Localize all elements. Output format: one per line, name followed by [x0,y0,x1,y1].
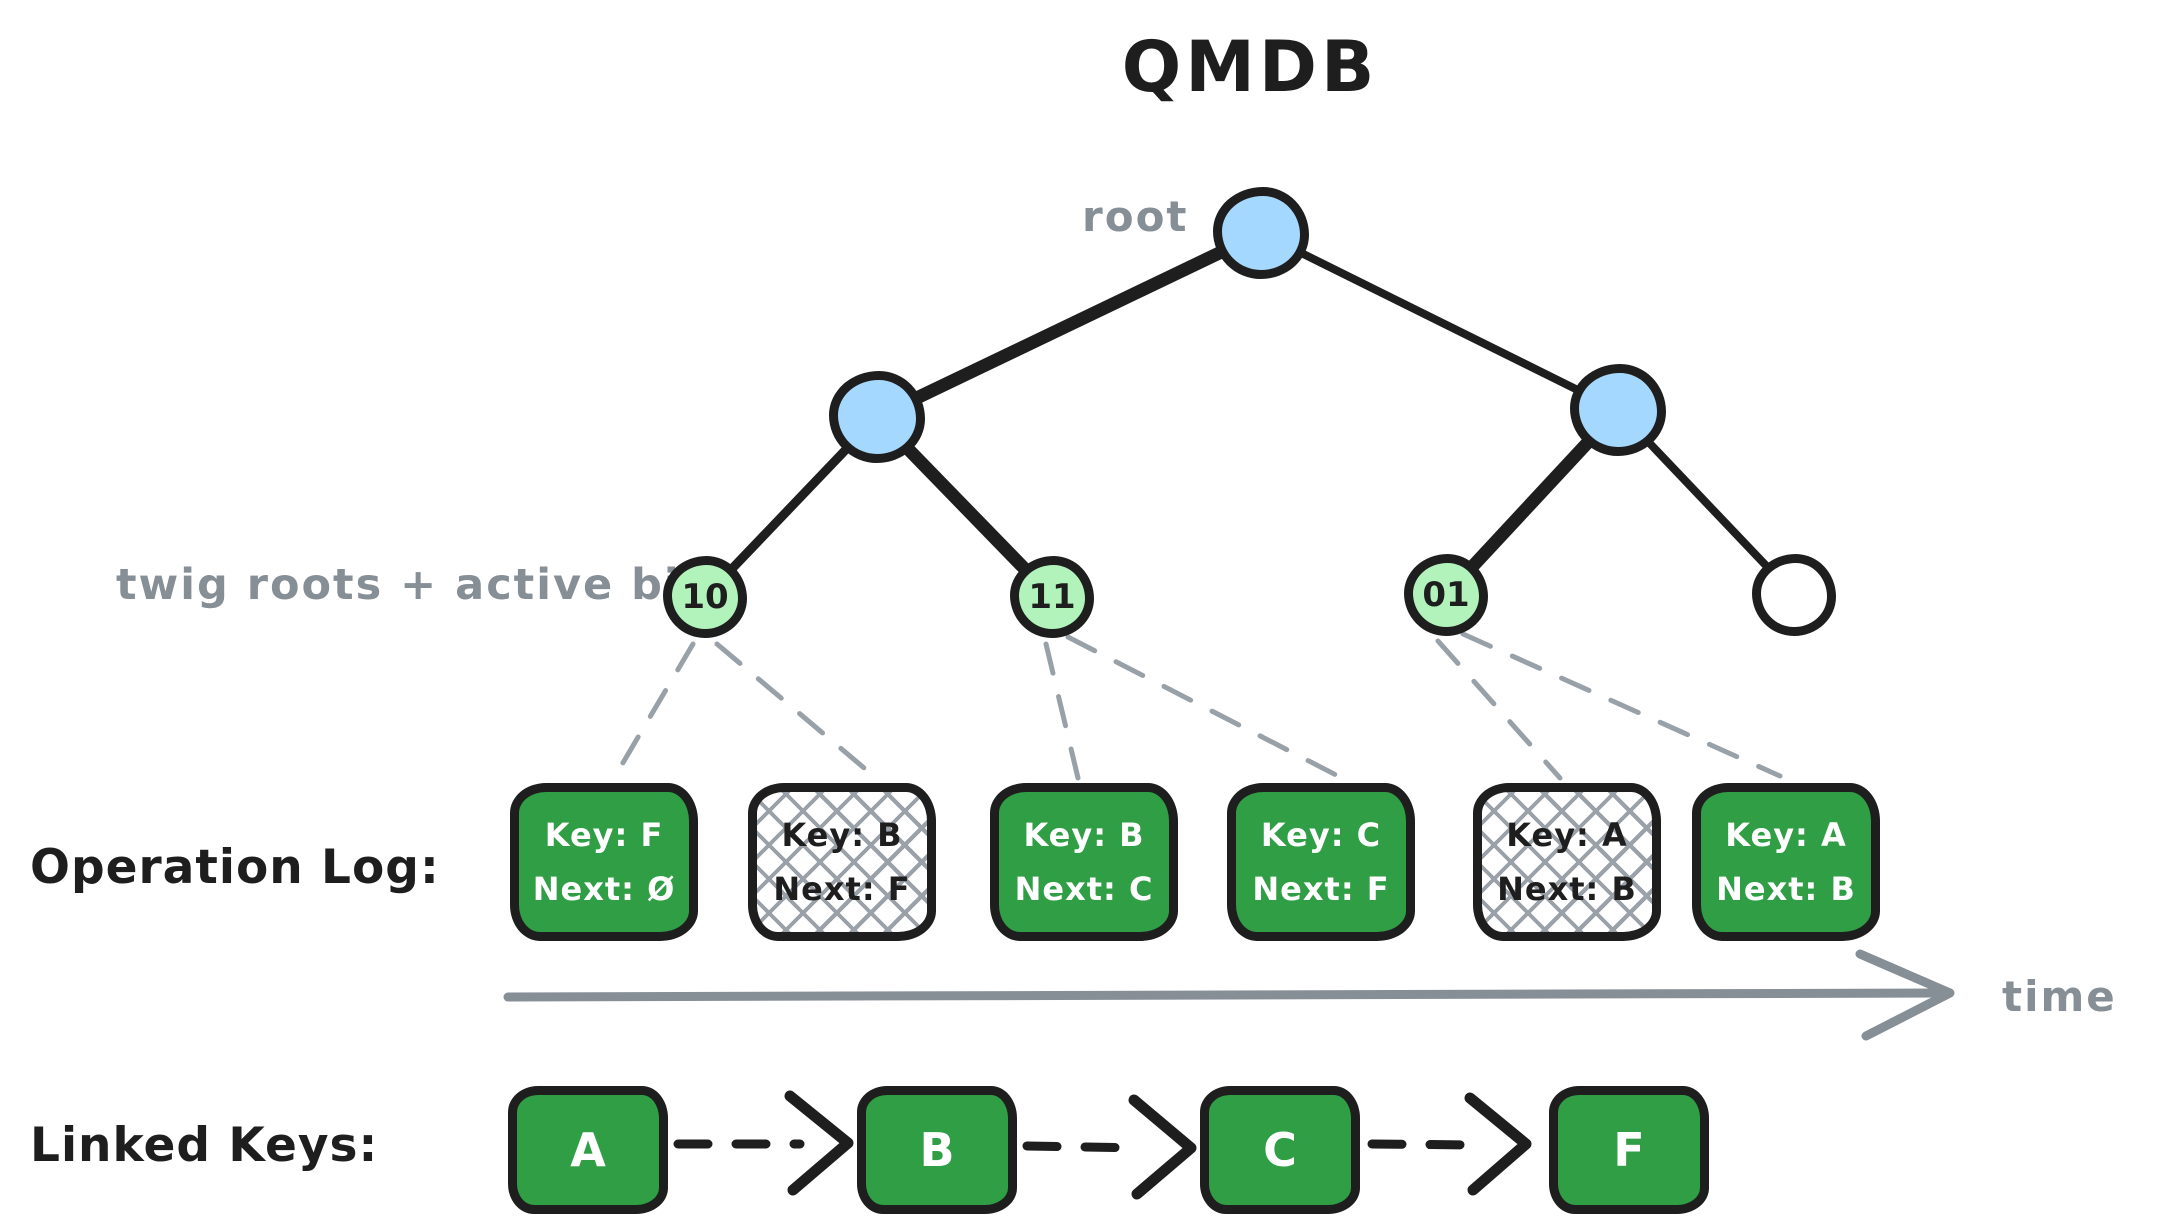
entry-key: Key: A [1506,816,1628,854]
twig-bits-label: 11 [1028,577,1076,617]
op-log-entry: Key: B Next: C [990,783,1178,941]
twig-node-empty [1752,554,1836,636]
twig-bits-label: 01 [1422,575,1470,615]
linked-key-letter: A [570,1123,606,1177]
linked-key-box: B [857,1086,1017,1214]
op-log-entry-stale: Key: A Next: B [1473,783,1661,941]
entry-key: Key: C [1260,816,1382,854]
linked-key-arrows [673,1090,1532,1200]
root-label: root [1082,192,1189,241]
linked-key-box: A [508,1086,668,1214]
entry-key: Key: B [781,816,903,854]
entry-next: Next: F [773,870,911,908]
internal-node-left [829,371,925,463]
time-arrow [503,949,1955,1041]
entry-next: Next: B [1497,870,1637,908]
time-axis-label: time [2002,972,2117,1021]
op-log-entry: Key: A Next: B [1692,783,1880,941]
entry-key: Key: A [1725,816,1847,854]
twig-node-10: 10 [663,556,747,638]
linked-key-box: C [1200,1086,1360,1214]
linked-key-letter: F [1613,1123,1645,1177]
twig-bits-label: 10 [681,577,729,617]
operation-log-label: Operation Log: [30,840,440,895]
entry-key: Key: B [1023,816,1145,854]
twig-to-entry-connectors [611,631,1783,781]
twig-roots-label: twig roots + active bits [116,560,731,610]
op-log-entry: Key: C Next: F [1227,783,1415,941]
op-log-entry-stale: Key: B Next: F [748,783,936,941]
twig-node-11: 11 [1010,556,1094,638]
root-node [1213,187,1309,279]
linked-key-letter: B [919,1123,955,1177]
linked-key-box: F [1549,1086,1709,1214]
linked-keys-label: Linked Keys: [30,1118,379,1173]
op-log-entry: Key: F Next: Ø [510,783,698,941]
entry-next: Next: Ø [532,870,676,908]
internal-node-right [1570,364,1666,456]
linked-key-letter: C [1263,1123,1297,1177]
entry-next: Next: F [1252,870,1390,908]
entry-next: Next: C [1014,870,1154,908]
twig-node-01: 01 [1404,554,1488,636]
entry-next: Next: B [1716,870,1856,908]
page-title: QMDB [1121,26,1379,108]
entry-key: Key: F [544,816,664,854]
